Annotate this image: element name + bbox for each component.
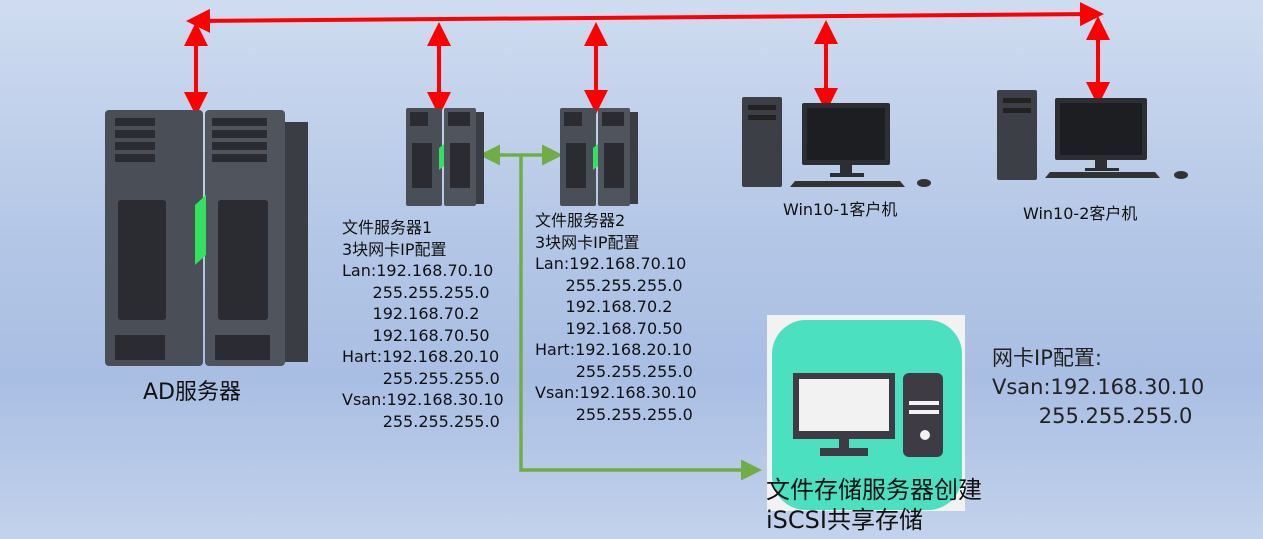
fs2-line: 192.168.70.50 xyxy=(535,318,683,338)
fs1-line: Lan:192.168.70.10 xyxy=(342,261,494,280)
fs2-line: 192.168.70.2 xyxy=(535,297,673,316)
fs1-title: 文件服务器1 xyxy=(342,218,433,237)
file-server-1-config: 文件服务器1 3块网卡IP配置 Lan:192.168.70.10 255.255.… xyxy=(342,217,504,432)
fs1-line: 255.255.255.0 xyxy=(342,368,500,388)
file-server-1-icon xyxy=(406,108,484,206)
storage-config-line: Vsan:192.168.30.10 xyxy=(992,375,1205,399)
client-1-label: Win10-1客户机 xyxy=(783,200,898,219)
fs2-line: Vsan:192.168.30.10 xyxy=(535,383,697,402)
ad-server-icon xyxy=(105,110,308,366)
client-1-pc-icon xyxy=(742,97,931,187)
fs2-title: 文件服务器2 xyxy=(535,211,626,230)
fs1-line: 255.255.255.0 xyxy=(342,411,500,431)
fs1-line: 192.168.70.50 xyxy=(342,325,490,345)
lan-bus-line xyxy=(186,2,1104,33)
file-server-2-config: 文件服务器2 3块网卡IP配置 Lan:192.168.70.10 255.255.… xyxy=(535,210,697,425)
storage-config-title: 网卡IP配置: xyxy=(992,346,1102,370)
client-2-label: Win10-2客户机 xyxy=(1023,204,1138,223)
fs1-line: Hart:192.168.20.10 xyxy=(342,347,500,366)
fs2-line: 255.255.255.0 xyxy=(535,404,693,424)
vsan-link xyxy=(519,155,762,481)
ad-server-label: AD服务器 xyxy=(143,380,241,405)
storage-label-line2: iSCSI共享存储 xyxy=(766,506,923,534)
client-2-pc-icon xyxy=(997,90,1188,180)
storage-server-config: 网卡IP配置: Vsan:192.168.30.10 255.255.255.0 xyxy=(992,344,1204,431)
fs2-subtitle: 3块网卡IP配置 xyxy=(535,232,640,252)
file-server-2-icon xyxy=(560,108,638,206)
fs1-line: 255.255.255.0 xyxy=(342,282,490,302)
storage-server-icon xyxy=(767,315,965,511)
fs2-line: Lan:192.168.70.10 xyxy=(535,254,687,273)
fs1-subtitle: 3块网卡IP配置 xyxy=(342,239,447,259)
storage-config-line: 255.255.255.0 xyxy=(992,404,1193,428)
fs1-line: Vsan:192.168.30.10 xyxy=(342,390,504,409)
fs2-line: Hart:192.168.20.10 xyxy=(535,340,693,359)
fs2-line: 255.255.255.0 xyxy=(535,361,693,381)
fs1-line: 192.168.70.2 xyxy=(342,304,480,323)
fs2-line: 255.255.255.0 xyxy=(535,275,683,295)
storage-label-line1: 文件存储服务器创建 xyxy=(766,476,982,504)
